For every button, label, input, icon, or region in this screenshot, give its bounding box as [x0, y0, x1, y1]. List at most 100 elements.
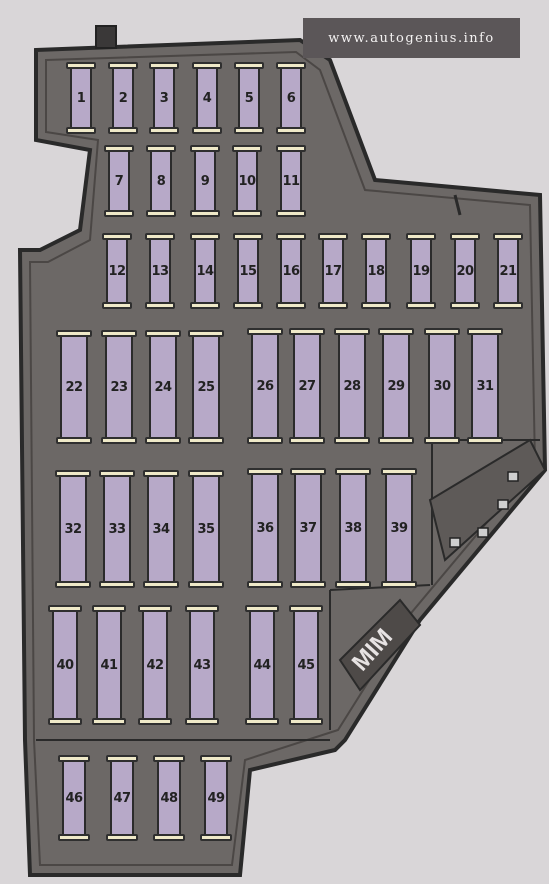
- fuse-terminal: [66, 127, 96, 134]
- fuse-34: 34: [143, 470, 179, 588]
- fuse-number: 39: [390, 520, 408, 536]
- fuse-number: 44: [253, 657, 271, 673]
- fuse-terminal: [66, 62, 96, 69]
- fuse-body: 16: [280, 238, 302, 304]
- fuse-terminal: [145, 302, 175, 309]
- fuse-10: 10: [232, 145, 262, 217]
- fuse-terminal: [99, 581, 135, 588]
- fuse-body: 32: [59, 475, 87, 583]
- fuse-terminal: [290, 468, 326, 475]
- fuse-47: 47: [106, 755, 138, 841]
- fuse-terminal: [48, 718, 82, 725]
- fuse-body: 40: [52, 610, 78, 720]
- fuse-28: 28: [334, 328, 370, 444]
- fuse-terminal: [276, 127, 306, 134]
- fuse-terminal: [55, 581, 91, 588]
- fuse-body: 43: [189, 610, 215, 720]
- fuse-number: 30: [433, 378, 451, 394]
- fuse-body: 41: [96, 610, 122, 720]
- fuse-terminal: [467, 437, 503, 444]
- fuse-terminal: [381, 468, 417, 475]
- fuse-number: 26: [256, 378, 274, 394]
- fuse-number: 41: [100, 657, 118, 673]
- fuse-body: 6: [280, 67, 302, 129]
- fuse-number: 28: [343, 378, 361, 394]
- fuse-body: 13: [149, 238, 171, 304]
- fuse-number: 35: [197, 521, 215, 537]
- fuse-48: 48: [153, 755, 185, 841]
- fuse-body: 22: [60, 335, 88, 439]
- fuse-20: 20: [450, 233, 480, 309]
- fuse-7: 7: [104, 145, 134, 217]
- fuse-number: 8: [156, 173, 166, 189]
- fuse-body: 2: [112, 67, 134, 129]
- fuse-number: 9: [200, 173, 210, 189]
- fuse-terminal: [188, 581, 224, 588]
- fuse-terminal: [58, 834, 90, 841]
- fuse-body: 9: [194, 150, 216, 212]
- fuse-31: 31: [467, 328, 503, 444]
- watermark: www.autogenius.info: [303, 18, 520, 58]
- fuse-terminal: [192, 62, 222, 69]
- fuse-body: 33: [103, 475, 131, 583]
- fuse-terminal: [334, 328, 370, 335]
- fuse-terminal: [361, 233, 391, 240]
- fuse-body: 36: [251, 473, 279, 583]
- fuse-body: 5: [238, 67, 260, 129]
- fuse-number: 5: [244, 90, 254, 106]
- fuse-terminal: [200, 834, 232, 841]
- fuse-terminal: [406, 302, 436, 309]
- fuse-33: 33: [99, 470, 135, 588]
- fuse-number: 16: [282, 263, 300, 279]
- fuse-23: 23: [101, 330, 137, 444]
- fuse-terminal: [276, 302, 306, 309]
- fuse-terminal: [378, 328, 414, 335]
- fuse-terminal: [493, 302, 523, 309]
- fuse-terminal: [153, 834, 185, 841]
- fuse-number: 45: [297, 657, 315, 673]
- fuse-terminal: [92, 718, 126, 725]
- fuse-terminal: [335, 581, 371, 588]
- fuse-body: 20: [454, 238, 476, 304]
- fuse-17: 17: [318, 233, 348, 309]
- fuse-terminal: [276, 145, 306, 152]
- fuse-13: 13: [145, 233, 175, 309]
- fuse-body: 8: [150, 150, 172, 212]
- fuse-37: 37: [290, 468, 326, 588]
- fuse-terminal: [101, 437, 137, 444]
- fuse-terminal: [289, 605, 323, 612]
- fuse-terminal: [318, 302, 348, 309]
- fuse-body: 15: [237, 238, 259, 304]
- fuse-number: 20: [456, 263, 474, 279]
- fuse-terminal: [146, 145, 176, 152]
- fuse-terminal: [102, 302, 132, 309]
- fuse-body: 1: [70, 67, 92, 129]
- fuse-number: 15: [239, 263, 257, 279]
- fuse-body: 23: [105, 335, 133, 439]
- fuse-6: 6: [276, 62, 306, 134]
- fuse-terminal: [55, 470, 91, 477]
- fuse-number: 21: [499, 263, 517, 279]
- fuse-body: 11: [280, 150, 302, 212]
- fuse-body: 14: [194, 238, 216, 304]
- fuse-terminal: [234, 62, 264, 69]
- fuse-body: 10: [236, 150, 258, 212]
- fuse-body: 37: [294, 473, 322, 583]
- fuse-body: 47: [110, 760, 134, 836]
- fuse-terminal: [190, 302, 220, 309]
- fuse-body: 49: [204, 760, 228, 836]
- fuse-number: 34: [152, 521, 170, 537]
- fuse-body: 31: [471, 333, 499, 439]
- fuse-number: 1: [76, 90, 86, 106]
- fuse-number: 25: [197, 379, 215, 395]
- fuse-terminal: [318, 233, 348, 240]
- fuse-terminal: [99, 470, 135, 477]
- fuse-body: 7: [108, 150, 130, 212]
- fuse-terminal: [232, 210, 262, 217]
- fuse-body: 39: [385, 473, 413, 583]
- fuse-terminal: [145, 233, 175, 240]
- fuse-3: 3: [149, 62, 179, 134]
- fuse-body: 18: [365, 238, 387, 304]
- fuse-terminal: [276, 62, 306, 69]
